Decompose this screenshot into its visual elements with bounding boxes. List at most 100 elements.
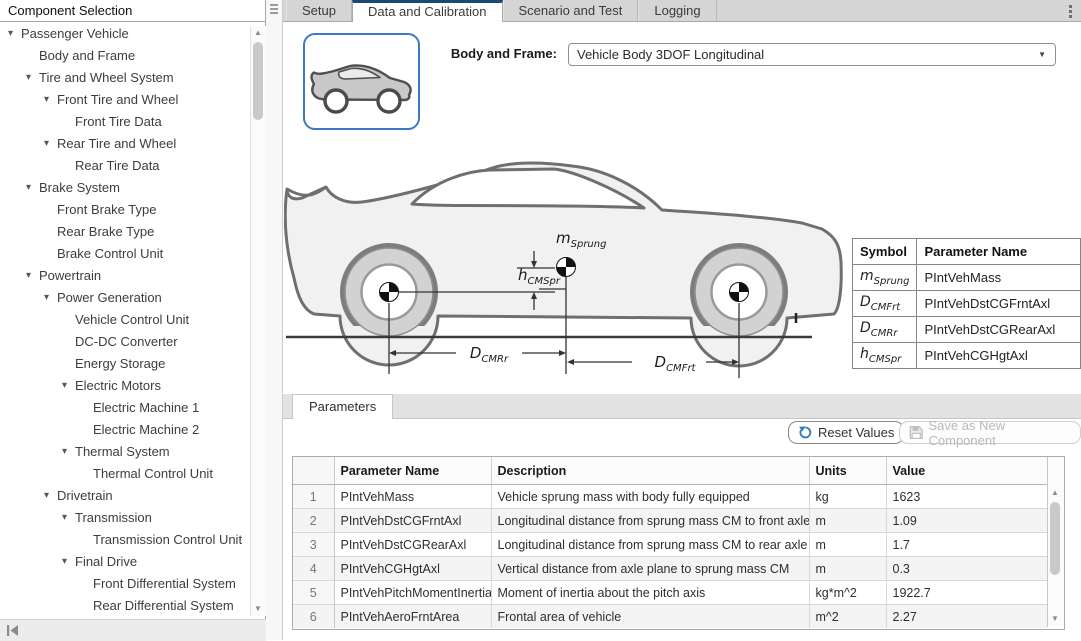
tree-item-rear-tire-and-wheel[interactable]: ▾Rear Tire and Wheel — [0, 133, 248, 155]
tab-setup[interactable]: Setup — [286, 0, 352, 21]
tree-item-front-brake-type[interactable]: Front Brake Type — [0, 199, 248, 221]
reset-values-button[interactable]: Reset Values — [788, 421, 905, 444]
value-cell[interactable]: 2.27 — [885, 604, 1047, 628]
value-cell[interactable]: 1623 — [885, 484, 1047, 509]
value-cell[interactable]: 1.09 — [885, 508, 1047, 533]
tree-item-power-generation[interactable]: ▾ Power Generation — [0, 287, 248, 309]
vertical-dots-icon[interactable] — [1069, 5, 1072, 20]
expand-arrow-icon[interactable]: ▾ — [26, 72, 32, 83]
scroll-up-icon[interactable]: ▲ — [1051, 488, 1059, 497]
tree-item-label: Transmission — [75, 510, 152, 525]
tree-item-rear-tire-data[interactable]: Rear Tire Data — [0, 155, 248, 177]
expand-arrow-icon[interactable]: ▾ — [8, 28, 14, 39]
expand-arrow-icon[interactable]: ▾ — [62, 556, 68, 567]
chevron-down-icon: ▼ — [1038, 50, 1046, 59]
tree-item-brake-control-unit[interactable]: Brake Control Unit — [0, 243, 248, 265]
body-and-frame-dropdown[interactable]: Vehicle Body 3DOF Longitudinal ▼ — [568, 43, 1056, 66]
tree-scrollbar-thumb[interactable] — [253, 42, 263, 120]
units-cell: m — [808, 508, 886, 533]
tree-item-rear-brake-type[interactable]: Rear Brake Type — [0, 221, 248, 243]
row-number-cell: 4 — [293, 556, 335, 581]
car-side-view-icon — [310, 64, 412, 114]
expand-arrow-icon[interactable]: ▾ — [44, 94, 50, 105]
tree-item-energy-storage[interactable]: Energy Storage — [0, 353, 248, 375]
circular-arrow-icon — [799, 426, 812, 439]
symbol-cell: hCMSpr — [851, 342, 918, 369]
value-cell[interactable]: 1922.7 — [885, 580, 1047, 605]
table-scrollbar[interactable]: ▲ ▼ — [1047, 457, 1064, 627]
save-as-new-component-button[interactable]: Save as New Component — [899, 418, 1081, 448]
tree-item-electric-machine-2[interactable]: Electric Machine 2 — [0, 419, 248, 441]
expand-arrow-icon[interactable]: ▾ — [44, 138, 50, 149]
scroll-down-icon[interactable]: ▼ — [254, 604, 262, 613]
value-cell[interactable]: 1.7 — [885, 532, 1047, 557]
tab-logging[interactable]: Logging — [638, 0, 717, 21]
tree-item-transmission[interactable]: ▾ Transmission — [0, 507, 248, 529]
tree-item-body-and-frame[interactable]: Body and Frame — [0, 45, 248, 67]
tree-item-thermal-control-unit[interactable]: Thermal Control Unit — [0, 463, 248, 485]
expand-arrow-icon[interactable]: ▾ — [44, 490, 50, 501]
expand-arrow-icon[interactable]: ▾ — [26, 270, 32, 281]
panel-splitter[interactable] — [266, 0, 283, 640]
tree-item-label: Power Generation — [57, 290, 162, 305]
tree-item-label: Brake Control Unit — [57, 246, 164, 261]
tree-item-front-tire-data[interactable]: Front Tire Data — [0, 111, 248, 133]
label-d-cmfrt: DCMFrt — [654, 353, 696, 374]
scroll-up-icon[interactable]: ▲ — [254, 28, 262, 37]
expand-arrow-icon[interactable]: ▾ — [62, 380, 68, 391]
tree-scrollbar[interactable]: ▲ ▼ — [250, 26, 266, 616]
symbol-main: D — [860, 294, 871, 311]
expand-arrow-icon[interactable]: ▾ — [62, 512, 68, 523]
tree-item-label: Vehicle Control Unit — [75, 312, 190, 327]
column-header-Value: Value — [885, 457, 1047, 485]
table-scrollbar-thumb[interactable] — [1050, 502, 1060, 575]
value-cell[interactable]: 0.3 — [885, 556, 1047, 581]
tab-parameters[interactable]: Parameters — [292, 394, 394, 419]
tree-item-transmission-control-unit[interactable]: Transmission Control Unit — [0, 529, 248, 551]
vehicle-thumbnail — [303, 33, 420, 130]
parameter-name-cell: PIntVehDstCGRearAxl — [916, 316, 1081, 343]
tab-scenario-and-test[interactable]: Scenario and Test — [502, 0, 639, 21]
expand-arrow-icon[interactable]: ▾ — [62, 446, 68, 457]
tree-item-label: Rear Tire Data — [75, 158, 160, 173]
grip-lines-icon[interactable] — [270, 4, 278, 14]
tree-item-thermal-system[interactable]: ▾Thermal System — [0, 441, 248, 463]
label-h-cmspr: hCMSpr — [518, 266, 560, 287]
tree-item-electric-machine-1[interactable]: Electric Machine 1 — [0, 397, 248, 419]
tree-item-drivetrain[interactable]: ▾Drivetrain — [0, 485, 248, 507]
row-number-cell: 2 — [293, 508, 335, 533]
tree-item-passenger-vehicle[interactable]: ▾Passenger Vehicle — [0, 23, 248, 45]
tree-item-vehicle-control-unit[interactable]: Vehicle Control Unit — [0, 309, 248, 331]
symbol-main: D — [860, 320, 871, 337]
symbol-table-header: Symbol — [851, 238, 918, 265]
row-number-cell: 1 — [293, 484, 335, 509]
parameter-name-cell: PIntVehAeroFrntArea — [333, 604, 491, 628]
tree-item-tire-and-wheel-system[interactable]: ▾ Tire and Wheel System — [0, 67, 248, 89]
tree-item-label: Electric Motors — [75, 378, 161, 393]
tree-item-electric-motors[interactable]: ▾ Electric Motors — [0, 375, 248, 397]
tree-item-dc-dc-converter[interactable]: DC-DC Converter — [0, 331, 248, 353]
expand-arrow-icon[interactable]: ▾ — [44, 292, 50, 303]
description-cell: Frontal area of vehicle — [490, 604, 809, 628]
collapse-left-icon[interactable] — [6, 624, 20, 637]
tree-item-label: Rear Differential System — [93, 598, 234, 613]
tree-item-front-differential-system[interactable]: Front Differential System — [0, 573, 248, 595]
tree-item-final-drive[interactable]: ▾Final Drive — [0, 551, 248, 573]
tab-data-and-calibration[interactable]: Data and Calibration — [351, 0, 503, 22]
description-cell: Moment of inertia about the pitch axis — [490, 580, 809, 605]
tree-item-brake-system[interactable]: ▾Brake System — [0, 177, 248, 199]
tree-item-label: Tire and Wheel System — [39, 70, 174, 85]
tree-item-rear-differential-system[interactable]: Rear Differential System — [0, 595, 248, 617]
expand-arrow-icon[interactable]: ▾ — [26, 182, 32, 193]
scroll-down-icon[interactable]: ▼ — [1051, 614, 1059, 623]
tree-item-front-tire-and-wheel[interactable]: ▾Front Tire and Wheel — [0, 89, 248, 111]
tree-item-powertrain[interactable]: ▾Powertrain — [0, 265, 248, 287]
